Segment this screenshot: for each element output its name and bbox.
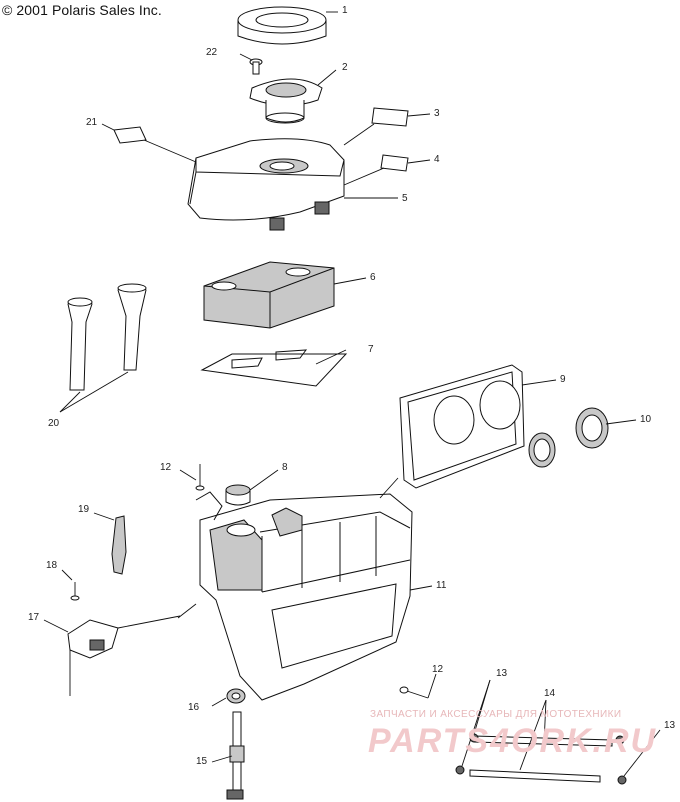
callout-12-lower: 12 bbox=[432, 664, 444, 675]
part-12-lower-bolt bbox=[399, 686, 429, 699]
callout-2: 2 bbox=[342, 62, 348, 73]
callout-21: 21 bbox=[86, 117, 98, 128]
callout-19: 19 bbox=[78, 504, 90, 515]
callout-11: 11 bbox=[436, 580, 447, 591]
copyright-text: © 2001 Polaris Sales Inc. bbox=[2, 2, 162, 18]
callout-16: 16 bbox=[188, 702, 200, 713]
part-12-bolt bbox=[195, 464, 205, 491]
part-9-cover bbox=[399, 364, 525, 489]
part-10-couplers bbox=[528, 407, 609, 468]
part-13-clamps bbox=[455, 733, 627, 785]
callout-15: 15 bbox=[196, 756, 208, 767]
part-7-gasket bbox=[200, 353, 348, 387]
part-1-foam-ring bbox=[237, 6, 327, 45]
callout-4: 4 bbox=[434, 154, 440, 165]
part-19-bracket bbox=[111, 515, 127, 575]
callout-13-left: 13 bbox=[496, 668, 508, 679]
part-17-block bbox=[67, 619, 119, 659]
callout-7: 7 bbox=[368, 344, 374, 355]
callout-12-upper: 12 bbox=[160, 462, 172, 473]
callout-5: 5 bbox=[402, 193, 408, 204]
callout-9: 9 bbox=[560, 374, 566, 385]
callout-3: 3 bbox=[434, 108, 440, 119]
part-3-decal bbox=[371, 107, 409, 127]
callout-13-right: 13 bbox=[664, 720, 676, 731]
part-4-decal bbox=[380, 154, 409, 172]
callout-1: 1 bbox=[342, 5, 348, 16]
part-11-airbox bbox=[195, 491, 413, 701]
callout-14: 14 bbox=[544, 688, 556, 699]
callout-6: 6 bbox=[370, 272, 376, 283]
part-2-boot bbox=[249, 78, 323, 124]
watermark-logo: PARTS4ORK.RU bbox=[368, 722, 658, 760]
callout-18: 18 bbox=[46, 560, 58, 571]
callout-22: 22 bbox=[206, 47, 218, 58]
callout-8: 8 bbox=[282, 462, 288, 473]
part-21-decal bbox=[113, 126, 147, 144]
callout-10: 10 bbox=[640, 414, 652, 425]
watermark-tagline: ЗАПЧАСТИ И АКСЕССУАРЫ ДЛЯ МОТОТЕХНИКИ bbox=[370, 709, 622, 720]
part-20-horns bbox=[67, 283, 147, 391]
part-16-grommet bbox=[226, 688, 246, 704]
part-22-pin bbox=[249, 58, 263, 75]
callout-17: 17 bbox=[28, 612, 40, 623]
leader-lines bbox=[43, 11, 661, 777]
part-6-filter bbox=[203, 261, 335, 329]
airbox-lid bbox=[187, 138, 345, 231]
part-8-cap bbox=[225, 484, 251, 506]
part-15-drain bbox=[226, 711, 245, 800]
callout-20: 20 bbox=[48, 418, 60, 429]
part-18-screw bbox=[70, 582, 80, 601]
